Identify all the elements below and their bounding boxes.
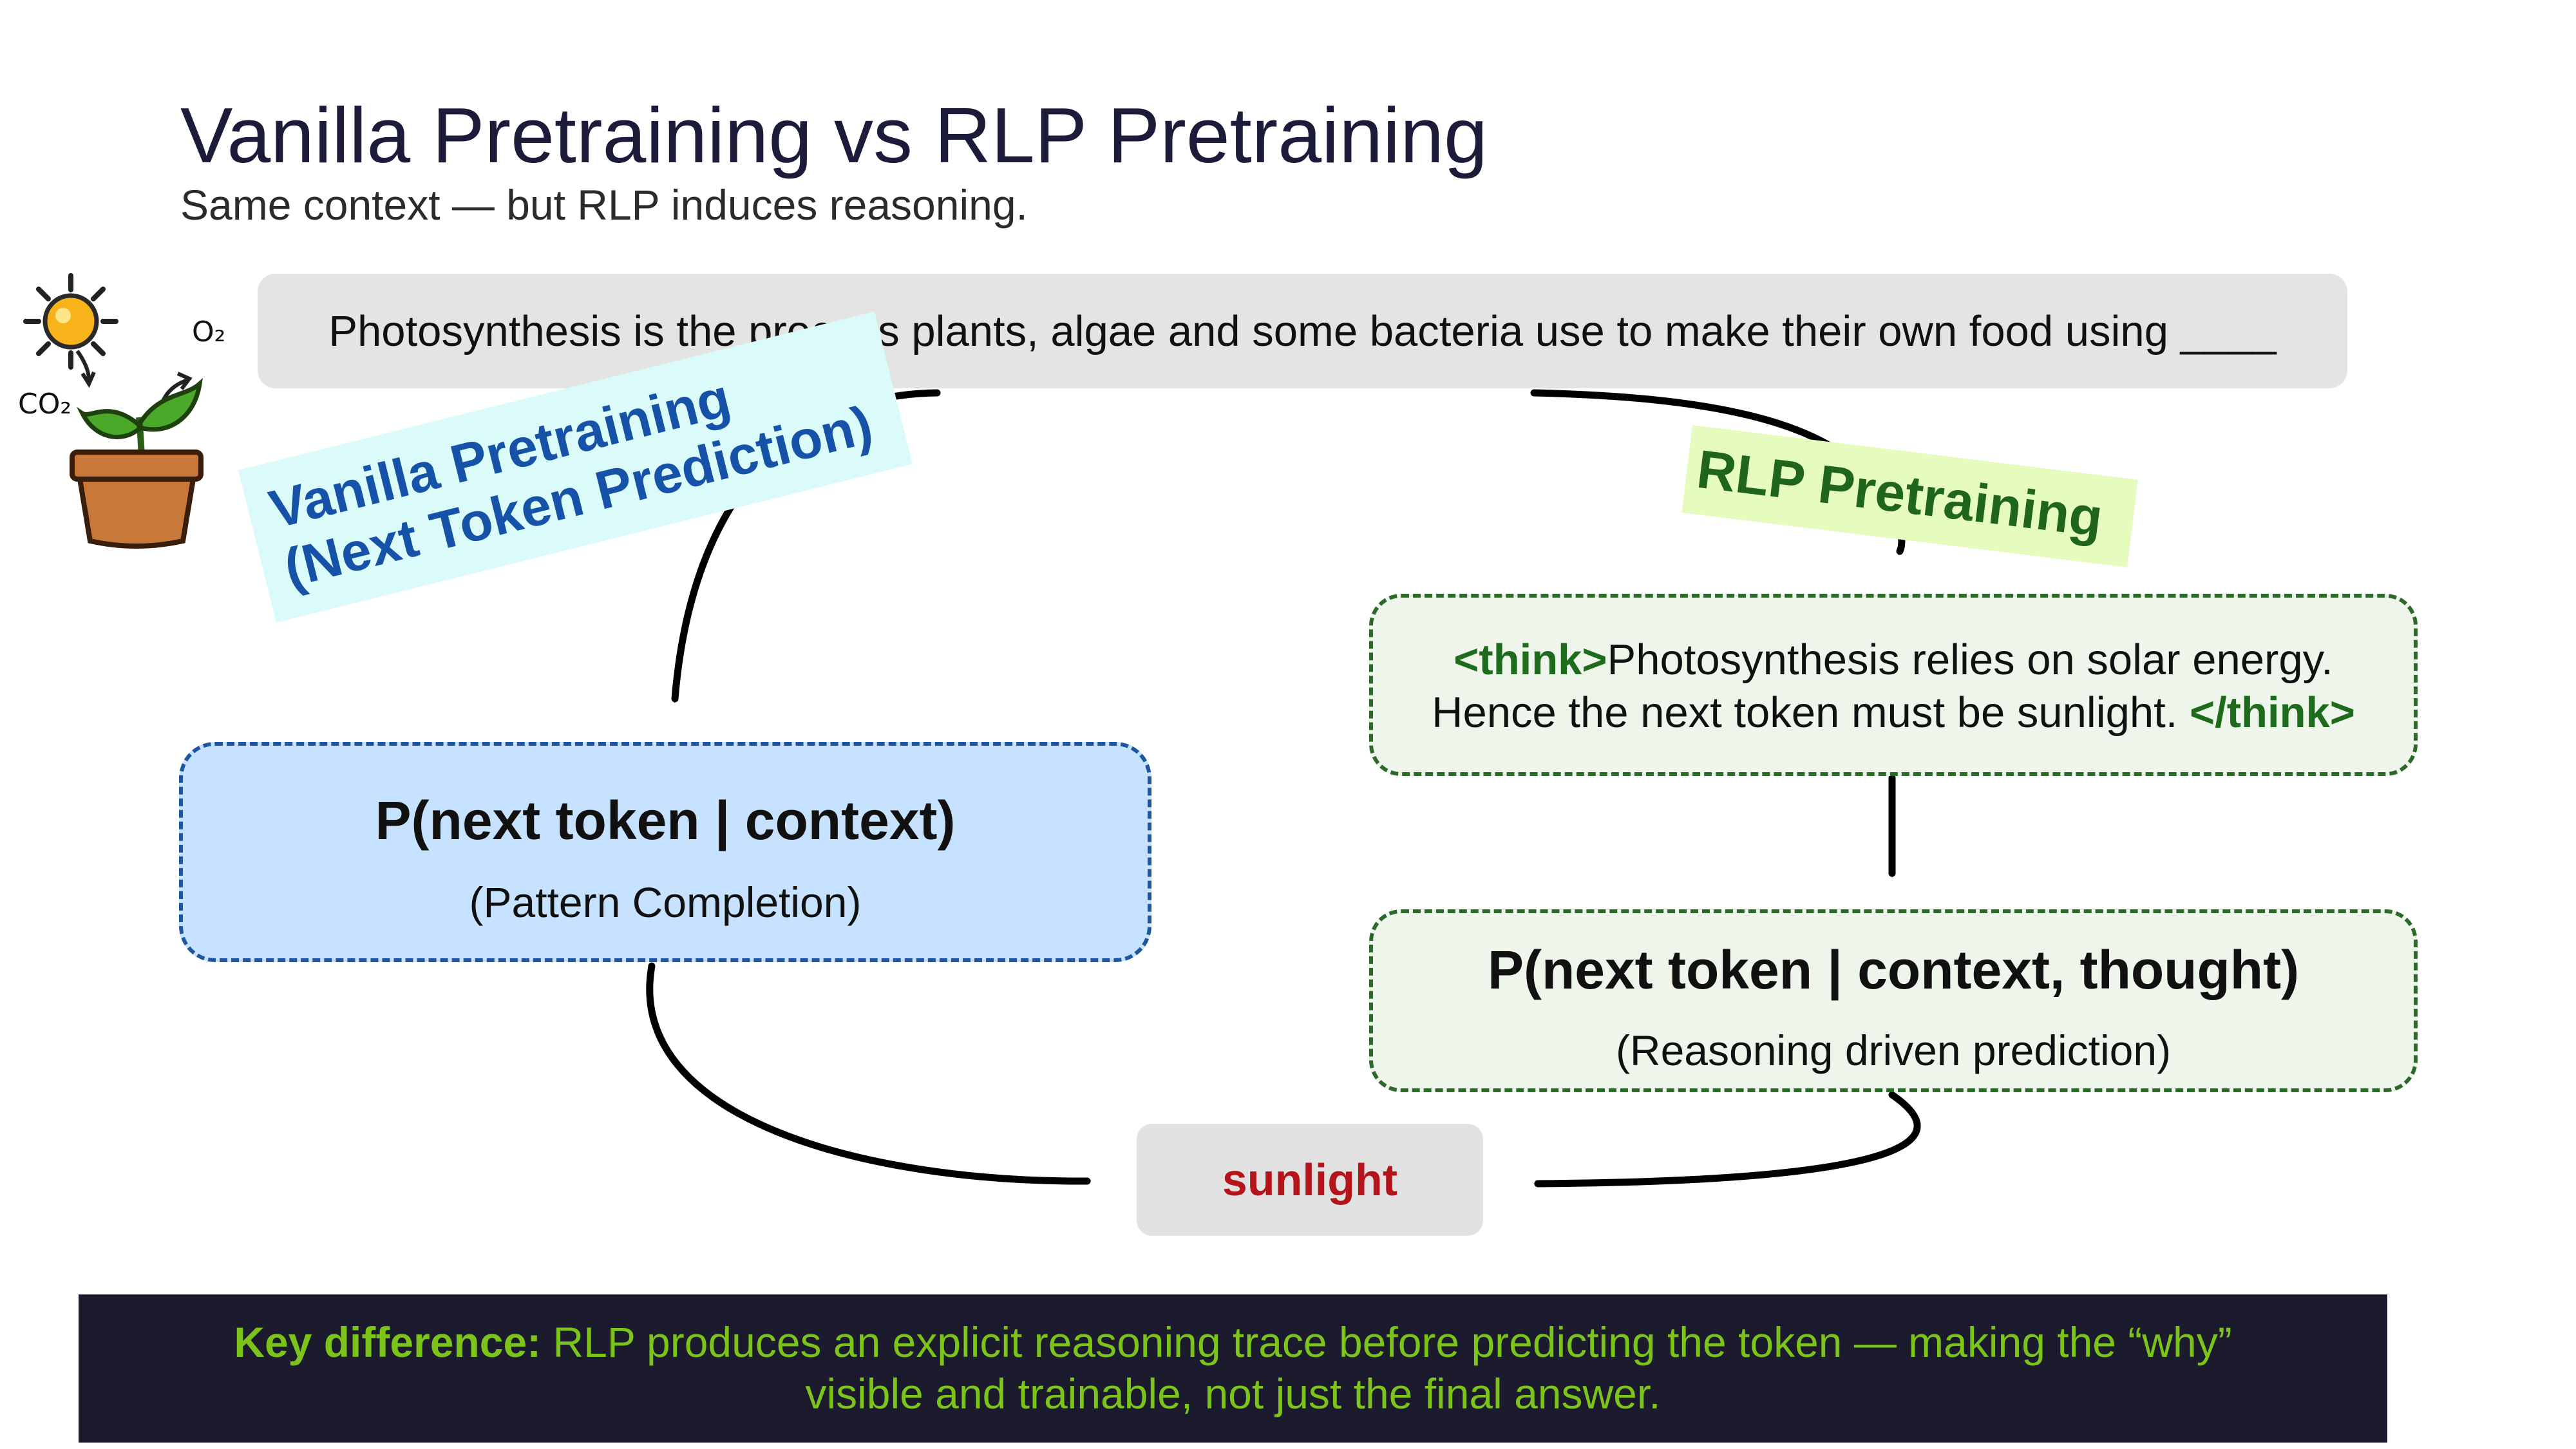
rlp-description: (Reasoning driven prediction)	[1615, 1027, 2172, 1074]
pot-icon	[70, 450, 204, 549]
reasoning-line-2: Hence the next token must be sunlight. <…	[1373, 687, 2414, 739]
key-difference-banner: Key difference: RLP produces an explicit…	[79, 1294, 2387, 1443]
plant-illustration: CO₂ O₂	[18, 273, 225, 549]
rlp-prediction-box: P(next token | context, thought) (Reason…	[1369, 909, 2418, 1092]
think-close-tag: </think>	[2190, 688, 2355, 737]
vanilla-prediction-box: P(next token | context) (Pattern Complet…	[179, 742, 1151, 962]
vanilla-formula: P(next token | context)	[375, 790, 956, 851]
think-open-tag: <think>	[1454, 636, 1607, 684]
sun-icon	[23, 273, 118, 370]
reasoning-line-1: <think>Photosynthesis relies on solar en…	[1373, 634, 2414, 687]
answer-token-box: sunlight	[1137, 1124, 1483, 1236]
reasoning-trace-box: <think>Photosynthesis relies on solar en…	[1369, 594, 2418, 776]
vanilla-description: (Pattern Completion)	[469, 878, 862, 926]
arrow-thought-to-answer	[1533, 1091, 1921, 1188]
thought-text-2: Hence the next token must be sunlight.	[1432, 688, 2178, 737]
thought-text-1: Photosynthesis relies on solar energy.	[1607, 636, 2333, 684]
page-subtitle: Same context — but RLP induces reasoning…	[180, 181, 1028, 229]
o2-label: O₂	[192, 316, 225, 348]
banner-text: RLP produces an explicit reasoning trace…	[553, 1318, 2232, 1417]
arrow-vanilla-to-answer	[646, 962, 1092, 1185]
context-prompt: Photosynthesis is the process plants, al…	[258, 274, 2347, 388]
page-title: Vanilla Pretraining vs RLP Pretraining	[180, 91, 1488, 179]
banner-label: Key difference:	[234, 1318, 542, 1366]
co2-label: CO₂	[18, 388, 71, 421]
rlp-formula: P(next token | context, thought)	[1487, 940, 2300, 1000]
